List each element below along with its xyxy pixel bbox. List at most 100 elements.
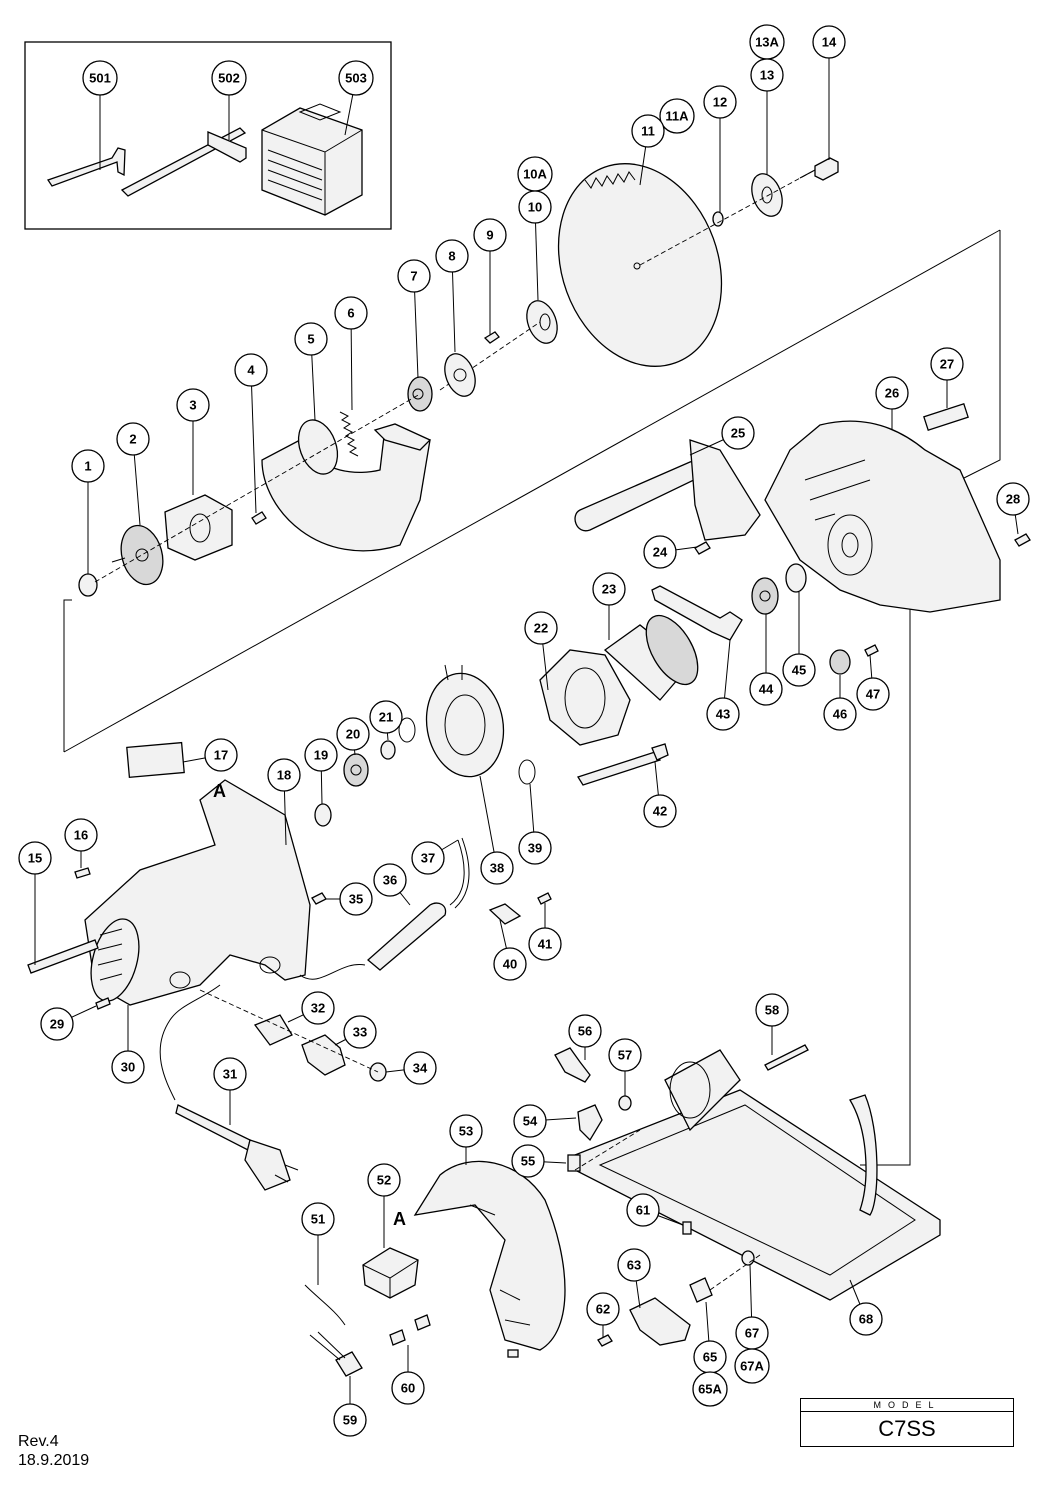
- screw-4: [251, 511, 267, 525]
- callout-number: 6: [347, 306, 354, 321]
- base-plate: [574, 1049, 941, 1301]
- callout-circle: [336, 717, 370, 751]
- callout-24: 24: [643, 535, 677, 569]
- long-bolt: [577, 743, 669, 786]
- callout-number: 54: [523, 1114, 538, 1129]
- callout-number: 46: [833, 707, 847, 722]
- callout-number: 27: [940, 357, 954, 372]
- internal-wire: [304, 1284, 346, 1326]
- callout-circle: [71, 449, 105, 483]
- callout-number: 14: [822, 35, 837, 50]
- washer-21: [380, 740, 396, 760]
- callout-33: 33: [343, 1015, 377, 1049]
- callout-17: 17: [204, 738, 238, 772]
- callout-number: 503: [345, 71, 367, 86]
- wing-bolt-56: [554, 1047, 591, 1083]
- callout-10a: 10A: [517, 156, 553, 192]
- callout-circle: [373, 863, 407, 897]
- callout-19: 19: [304, 738, 338, 772]
- callout-number: 65A: [698, 1382, 722, 1397]
- caution-label: [923, 403, 969, 431]
- callout-circle: [82, 60, 118, 96]
- assembly-outline: [63, 599, 72, 752]
- callout-number: 15: [28, 851, 42, 866]
- switch: [362, 1247, 419, 1299]
- screws-60: [389, 1314, 431, 1346]
- callout-6: 6: [334, 296, 368, 330]
- callout-number: 41: [538, 937, 552, 952]
- callout-circle: [568, 1014, 602, 1048]
- side-handle: [574, 439, 761, 541]
- callout-11a: 11A: [659, 98, 695, 134]
- callout-number: 34: [413, 1061, 428, 1076]
- callout-57: 57: [608, 1038, 642, 1072]
- callout-31: 31: [213, 1057, 247, 1091]
- callout-number: 5: [307, 332, 314, 347]
- callout-number: 17: [214, 748, 228, 763]
- callout-number: 65: [703, 1350, 717, 1365]
- callout-number: 10A: [523, 167, 547, 182]
- motor-housing: [84, 779, 311, 1006]
- handle-cover: [413, 1160, 566, 1351]
- callout-circle: [823, 697, 857, 731]
- callout-circle: [703, 85, 737, 119]
- callout-circle: [176, 388, 210, 422]
- callout-circle: [608, 1038, 642, 1072]
- washer-57: [618, 1095, 632, 1111]
- callout-number: 67A: [740, 1359, 764, 1374]
- stator-housing: [539, 649, 631, 746]
- callout-47: 47: [856, 677, 890, 711]
- callout-58: 58: [755, 993, 789, 1027]
- screw-16: [74, 867, 91, 879]
- callout-circle: [343, 1015, 377, 1049]
- callout-circle: [367, 1163, 401, 1197]
- callout-circle: [706, 697, 740, 731]
- callout-circle: [518, 190, 552, 224]
- power-cord: [159, 984, 299, 1191]
- callout-circle: [631, 114, 665, 148]
- callout-number: 20: [346, 727, 360, 742]
- callout-68: 68: [849, 1302, 883, 1336]
- ring-45: [785, 563, 807, 593]
- callout-circle: [782, 653, 816, 687]
- callout-circle: [211, 60, 247, 96]
- callout-circle: [856, 677, 890, 711]
- callout-number: 61: [636, 1203, 650, 1218]
- gear-cover: [164, 494, 233, 561]
- callout-number: 59: [343, 1413, 357, 1428]
- callout-28: 28: [996, 482, 1030, 516]
- gear-casing: [764, 420, 1001, 613]
- callout-number: 37: [421, 851, 435, 866]
- callout-46: 46: [823, 697, 857, 731]
- callout-41: 41: [528, 927, 562, 961]
- callout-number: 43: [716, 707, 730, 722]
- callout-number: 33: [353, 1025, 367, 1040]
- callout-circle: [626, 1193, 660, 1227]
- callout-number: 56: [578, 1024, 592, 1039]
- callout-59: 59: [333, 1403, 367, 1437]
- callout-503: 503: [338, 60, 374, 96]
- callout-circle: [338, 60, 374, 96]
- callout-number: 63: [627, 1258, 641, 1273]
- hex-wrench-501: [46, 147, 126, 187]
- callout-52: 52: [367, 1163, 401, 1197]
- callout-9: 9: [473, 218, 507, 252]
- callout-67a: 67A: [734, 1348, 770, 1384]
- callout-63: 63: [617, 1248, 651, 1282]
- callout-39: 39: [518, 831, 552, 865]
- washer-67: [741, 1250, 755, 1266]
- callout-circle: [586, 1292, 620, 1326]
- callout-number: 13A: [755, 35, 779, 50]
- callout-35: 35: [339, 882, 373, 916]
- pin-18-b: [507, 1349, 519, 1358]
- callout-number: 22: [534, 621, 548, 636]
- callout-number: 39: [528, 841, 542, 856]
- callout-12: 12: [703, 85, 737, 119]
- callout-56: 56: [568, 1014, 602, 1048]
- callout-29: 29: [40, 1007, 74, 1041]
- callout-circle: [333, 1403, 367, 1437]
- callout-number: 62: [596, 1302, 610, 1317]
- nameplate: [126, 741, 185, 779]
